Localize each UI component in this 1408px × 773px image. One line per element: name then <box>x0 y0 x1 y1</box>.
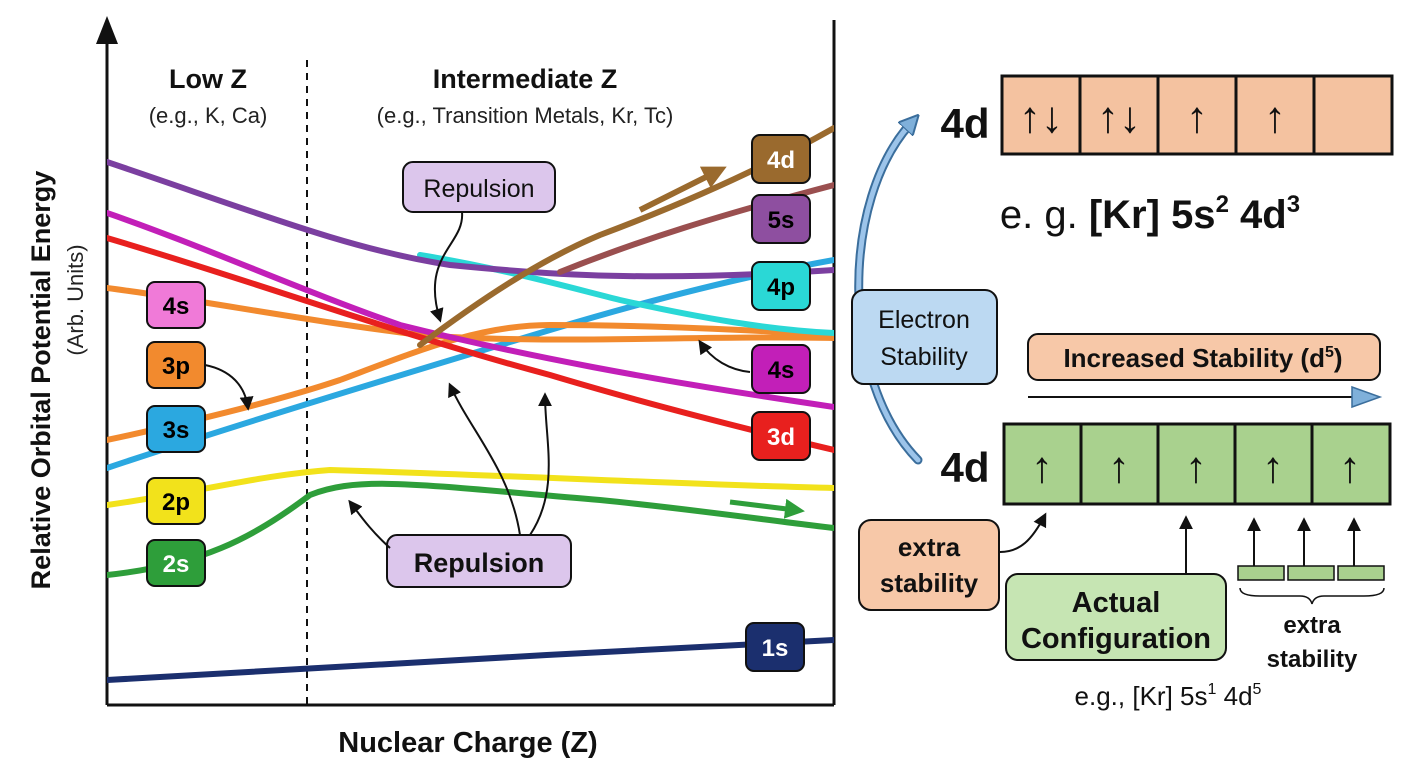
svg-text:2s: 2s <box>163 551 190 578</box>
extra-stability-right-line2: stability <box>1267 646 1358 673</box>
region-mid-title: Intermediate Z <box>433 64 618 94</box>
top-box-1: ↑↓ <box>1019 93 1063 142</box>
extra-stability-right-line1: extra <box>1283 612 1341 639</box>
tag-4s-right: 4s <box>751 344 811 394</box>
bottom-config: e.g., [Kr] 5s1 4d5 <box>1075 681 1262 711</box>
orbital-tags: 4s 3p 3s 2p 2s 4d 5s 4p <box>146 134 811 672</box>
tag-3s: 3s <box>146 405 206 453</box>
svg-text:4s: 4s <box>768 357 795 384</box>
tag-2s: 2s <box>146 539 206 587</box>
actual-config-line2: Configuration <box>1021 623 1211 655</box>
repulsion-bottom-callout: Repulsion <box>348 382 572 588</box>
repulsion-top-box <box>402 161 556 213</box>
repulsion-bottom-label: Repulsion <box>414 548 545 578</box>
curve-3d <box>107 235 834 453</box>
bottom-4d-label: 4d <box>940 444 989 491</box>
svg-text:4d: 4d <box>767 147 795 174</box>
arrow-3p-to-curve <box>204 364 254 411</box>
y-axis-arrowhead <box>96 16 118 44</box>
curve-1s <box>107 637 834 683</box>
arrow-4d-rising <box>638 166 727 213</box>
tag-4p: 4p <box>751 261 811 311</box>
svg-text:3p: 3p <box>162 353 190 380</box>
repulsion-top-callout: Repulsion <box>402 161 556 323</box>
repulsion-arrow-to-3s <box>529 392 553 536</box>
repulsion-arrow-to-3d <box>448 382 521 536</box>
bottom-box-5: ↑ <box>1339 443 1361 492</box>
electron-stability-callout: Electron Stability <box>851 289 998 385</box>
top-orbital-boxes: ↑↓ ↑↓ ↑ ↑ <box>1000 74 1394 156</box>
tag-4s-left: 4s <box>146 281 206 329</box>
bottom-orbital-boxes: ↑ ↑ ↑ ↑ ↑ <box>1002 422 1392 506</box>
tag-1s: 1s <box>745 622 805 672</box>
repulsion-top-arrow <box>430 211 464 323</box>
orbital-curves <box>107 125 834 683</box>
extra-stability-mini-boxes <box>1237 517 1385 605</box>
svg-text:3d: 3d <box>767 424 795 451</box>
top-4d-label: 4d <box>940 100 989 147</box>
x-axis-title: Nuclear Charge (Z) <box>338 727 597 759</box>
bottom-box-4: ↑ <box>1262 443 1284 492</box>
svg-text:2p: 2p <box>162 489 190 516</box>
svg-text:1s: 1s <box>762 635 789 662</box>
bottom-box-1: ↑ <box>1031 443 1053 492</box>
svg-text:4s: 4s <box>163 293 190 320</box>
curve-5s <box>107 159 834 280</box>
tag-2p: 2p <box>146 477 206 525</box>
curve-4s-high <box>107 210 834 410</box>
top-box-3: ↑ <box>1186 93 1208 142</box>
increased-stability-callout: Increased Stability (d5) <box>1027 333 1381 381</box>
tag-5s: 5s <box>751 194 811 244</box>
y-axis-title: Relative Orbital Potential Energy <box>26 171 56 590</box>
extra-stability-left-line2: stability <box>880 568 979 598</box>
curve-3s <box>107 257 834 471</box>
arrow-2s-trend <box>729 498 805 519</box>
increased-stability-arrowhead <box>1351 385 1383 409</box>
extra-stability-brace <box>1239 587 1385 605</box>
actual-config-line1: Actual <box>1072 587 1161 619</box>
region-low-title: Low Z <box>169 64 247 94</box>
top-box-2: ↑↓ <box>1097 93 1141 142</box>
bottom-box-2: ↑ <box>1108 443 1130 492</box>
region-low-subtitle: (e.g., K, Ca) <box>149 103 268 128</box>
repulsion-top-label: Repulsion <box>423 175 534 203</box>
top-box-4: ↑ <box>1264 93 1286 142</box>
electron-stability-line2: Stability <box>880 343 968 371</box>
tag-4d: 4d <box>751 134 811 184</box>
extra-stability-left-line1: extra <box>898 532 961 562</box>
arrow-4s-to-curve <box>698 339 751 373</box>
repulsion-bottom-box <box>386 534 572 588</box>
y-axis-subtitle: (Arb. Units) <box>63 244 88 355</box>
actual-config-callout: Actual Configuration <box>1005 573 1227 661</box>
svg-text:3s: 3s <box>163 417 190 444</box>
curve-2s <box>107 480 834 578</box>
extra-stability-left-arrow <box>999 512 1047 553</box>
top-config: e. g. [Kr] 5s2 4d3 <box>1000 191 1300 237</box>
extra-stability-left-callout: extra stability <box>858 519 1000 611</box>
increased-stability-label: Increased Stability (d5) <box>1063 343 1342 373</box>
region-mid-subtitle: (e.g., Transition Metals, Kr, Tc) <box>377 103 674 128</box>
repulsion-arrow-to-2s <box>348 499 391 549</box>
svg-text:5s: 5s <box>768 207 795 234</box>
tag-3d: 3d <box>751 411 811 461</box>
bottom-box-3: ↑ <box>1185 443 1207 492</box>
svg-text:4p: 4p <box>767 274 795 301</box>
tag-3p: 3p <box>146 341 206 389</box>
electron-stability-line1: Electron <box>878 306 970 334</box>
